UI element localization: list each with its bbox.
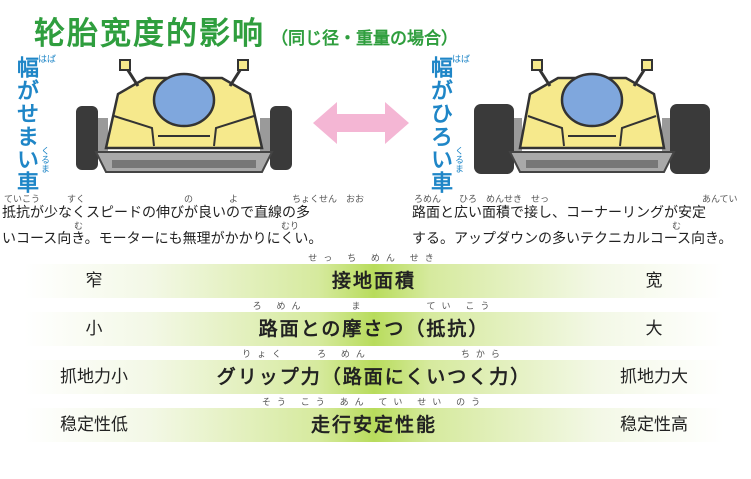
right-desc-ruby: ろめん ひろ めんせき せっ あんてい: [414, 195, 738, 205]
row-right-value: 宽: [645, 271, 663, 291]
row-center-label: 走行安定性能: [310, 414, 437, 436]
row-center-label: グリップ力（路面にくいつく力）: [216, 366, 532, 388]
right-label-ruby-bottom: くるま: [453, 146, 463, 173]
left-desc-line1: 抵抗が少なくスピードの伸びが良いので直線の多: [2, 205, 310, 221]
comparison-row-stability: そう こう あん てい せい のう 稳定性低 走行安定性能 稳定性高: [24, 398, 724, 442]
title-sub: （同じ径・重量の場合）: [271, 29, 458, 49]
left-car-label: 幅がせまい車: [13, 56, 38, 194]
double-arrow-icon: [313, 102, 409, 144]
left-label-ruby-bottom: くるま: [39, 146, 49, 173]
row-right-value: 稳定性高: [620, 415, 688, 435]
left-desc-line2: いコース向き。モーターにも無理がかかりにくい。: [2, 231, 323, 247]
row-ruby: そう こう あん てい せい のう: [261, 398, 487, 408]
row-left-value: 抓地力小: [60, 367, 128, 387]
row-ruby: ろ めん ま てい こう: [252, 302, 496, 312]
row-center-label: 路面との摩さつ（抵抗）: [258, 318, 490, 340]
left-description: 抵抗が少なくスピードの伸びが良いので直線の多 いコース向き。モーターにも無理がか…: [2, 200, 322, 252]
comparison-row-friction: ろ めん ま てい こう 小 路面との摩さつ（抵抗） 大: [24, 302, 724, 346]
row-left-value: 稳定性低: [60, 415, 128, 435]
left-label-ruby-top: はば: [38, 55, 57, 65]
left-desc-ruby: ていこう すく の よ ちょくせん おお: [4, 195, 365, 205]
row-right-value: 大: [645, 319, 663, 339]
row-left-value: 小: [85, 319, 103, 339]
right-description: 路面と広い面積で接し、コーナーリングが安定 する。アップダウンの多いテクニカルコ…: [412, 200, 732, 252]
right-desc-line2: する。アップダウンの多いテクニカルコース向き。: [412, 231, 733, 247]
left-desc-ruby2: む むり: [74, 222, 300, 232]
title-main: 轮胎宽度的影响: [34, 16, 265, 52]
comparison-row-grip: りょく ろ めん ちから 抓地力小 グリップ力（路面にくいつく力） 抓地力大: [24, 350, 724, 394]
row-ruby: りょく ろ めん ちから: [242, 350, 506, 360]
row-ruby: せっ ち めん せき: [308, 254, 440, 264]
row-left-value: 窄: [85, 271, 103, 291]
right-car-label: 幅がひろい車: [427, 56, 452, 194]
wide-tire-car-illustration: [474, 59, 710, 174]
row-center-label: 接地面積: [331, 270, 416, 292]
comparison-row-contact-area: せっ ち めん せき 窄 接地面積 宽: [24, 254, 724, 298]
right-desc-line1: 路面と広い面積で接し、コーナーリングが安定: [412, 205, 706, 221]
page-title: 轮胎宽度的影响 （同じ径・重量の場合）: [34, 8, 458, 53]
narrow-tire-car-illustration: [76, 59, 292, 173]
right-label-ruby-top: はば: [452, 55, 471, 65]
right-desc-ruby2: む: [672, 222, 682, 232]
row-right-value: 抓地力大: [620, 367, 688, 387]
